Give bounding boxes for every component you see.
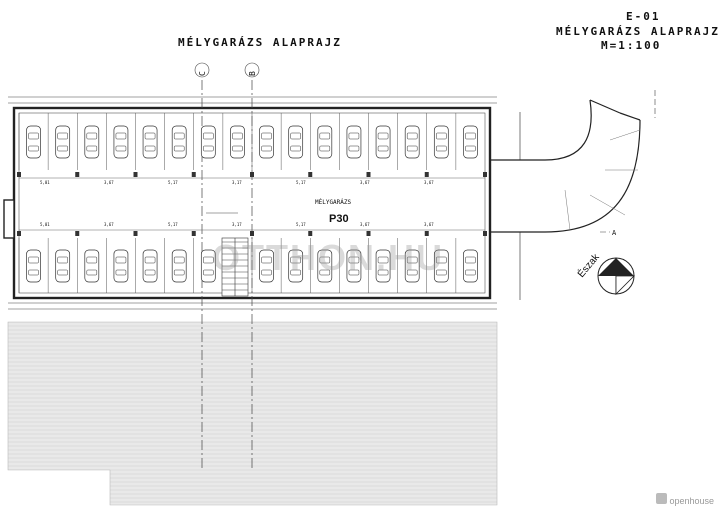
column-pillar (133, 172, 138, 177)
car-icon (404, 249, 420, 283)
column-pillar (191, 231, 196, 236)
car-icon (317, 125, 333, 159)
dimension-label: 3,67 (360, 180, 370, 185)
column-pillar (366, 231, 371, 236)
car-icon (200, 249, 216, 283)
car-icon (55, 249, 71, 283)
car-icon (433, 249, 449, 283)
dimension-label: 5,01 (40, 180, 50, 185)
car-icon (84, 125, 100, 159)
car-icon (200, 125, 216, 159)
car-icon (26, 249, 41, 283)
column-pillar (250, 172, 254, 177)
car-icon (230, 125, 245, 159)
column-pillar (308, 172, 313, 177)
car-icon (288, 249, 304, 283)
column-pillar (250, 231, 254, 236)
dimension-label: 3,67 (104, 180, 114, 185)
axis-bubble-c (194, 62, 210, 78)
brand-watermark: openhouse (669, 496, 714, 506)
car-icon (171, 249, 187, 283)
dimension-label: 3,67 (424, 222, 434, 227)
dimension-label: 3,17 (232, 180, 242, 185)
dimension-label: 3,17 (232, 222, 242, 227)
dimension-label: 3,67 (424, 180, 434, 185)
dimension-label: 5,17 (296, 180, 306, 185)
dimension-label: 5,01 (40, 222, 50, 227)
car-icon (113, 249, 129, 283)
dimension-label: 5,17 (168, 222, 178, 227)
car-icon (26, 125, 41, 159)
car-icon (404, 125, 420, 159)
stair-steps (222, 241, 248, 291)
axis-label-c: C (198, 71, 207, 76)
bottom-parking-row (18, 238, 478, 293)
sheet-code: E-01 (626, 10, 661, 23)
car-icon (375, 249, 391, 283)
car-icon (259, 249, 274, 283)
column-pillar (17, 172, 21, 177)
column-pillar (424, 231, 429, 236)
car-icon (346, 125, 362, 159)
column-pillar (191, 172, 196, 177)
dimension-label: 3,67 (360, 222, 370, 227)
column-pillar (308, 231, 313, 236)
column-pillar (483, 231, 487, 236)
north-arrow-icon (597, 257, 635, 295)
axis-label-b: B (248, 71, 257, 76)
car-icon (142, 249, 158, 283)
dimension-label: 5,17 (168, 180, 178, 185)
dimension-label: 5,17 (296, 222, 306, 227)
car-icon (375, 125, 391, 159)
sheet-title: MÉLYGARÁZS ALAPRAJZ (556, 25, 720, 38)
dimension-label: 3,67 (104, 222, 114, 227)
column-pillar (17, 231, 21, 236)
section-marker-a: A (612, 229, 617, 237)
drawing-title: MÉLYGARÁZS ALAPRAJZ (178, 36, 342, 49)
aisle-dimensions: 5,01 5,01 3,67 3,67 5,17 5,17 3,17 3,17 5,17 5,17… (40, 180, 434, 227)
car-icon (84, 249, 100, 283)
car-icon (433, 125, 449, 159)
column-pillar (483, 172, 487, 177)
car-icon (288, 125, 304, 159)
building-footprint-hatch (7, 321, 498, 506)
access-ramp (490, 99, 641, 300)
car-icon (463, 125, 478, 159)
car-icon (346, 249, 362, 283)
car-icon (171, 125, 187, 159)
room-code: P30 (329, 213, 349, 225)
car-icon (463, 249, 478, 283)
top-parking-row (18, 113, 478, 170)
staircase (221, 237, 249, 297)
sheet-scale: M=1:100 (601, 39, 662, 52)
brand-logo-icon (656, 493, 667, 504)
column-pillar (75, 231, 80, 236)
column-pillar (75, 172, 80, 177)
car-icon (317, 249, 333, 283)
driving-aisle (19, 177, 485, 231)
column-pillar (424, 172, 429, 177)
ramp-section-lines (564, 129, 641, 231)
column-pillar (366, 172, 371, 177)
car-icon (142, 125, 158, 159)
watermark: OTTHON.HU (212, 237, 444, 278)
column-pillar (133, 231, 138, 236)
car-icon (259, 125, 274, 159)
section-line-a (600, 90, 656, 233)
axis-bubble-b (244, 62, 260, 78)
garage-left-bump (3, 199, 15, 239)
car-icon (113, 125, 129, 159)
car-icon (55, 125, 71, 159)
structural-columns (17, 172, 487, 236)
top-dimension-lines (8, 96, 497, 310)
room-name: MÉLYGARÁZS (315, 198, 352, 206)
